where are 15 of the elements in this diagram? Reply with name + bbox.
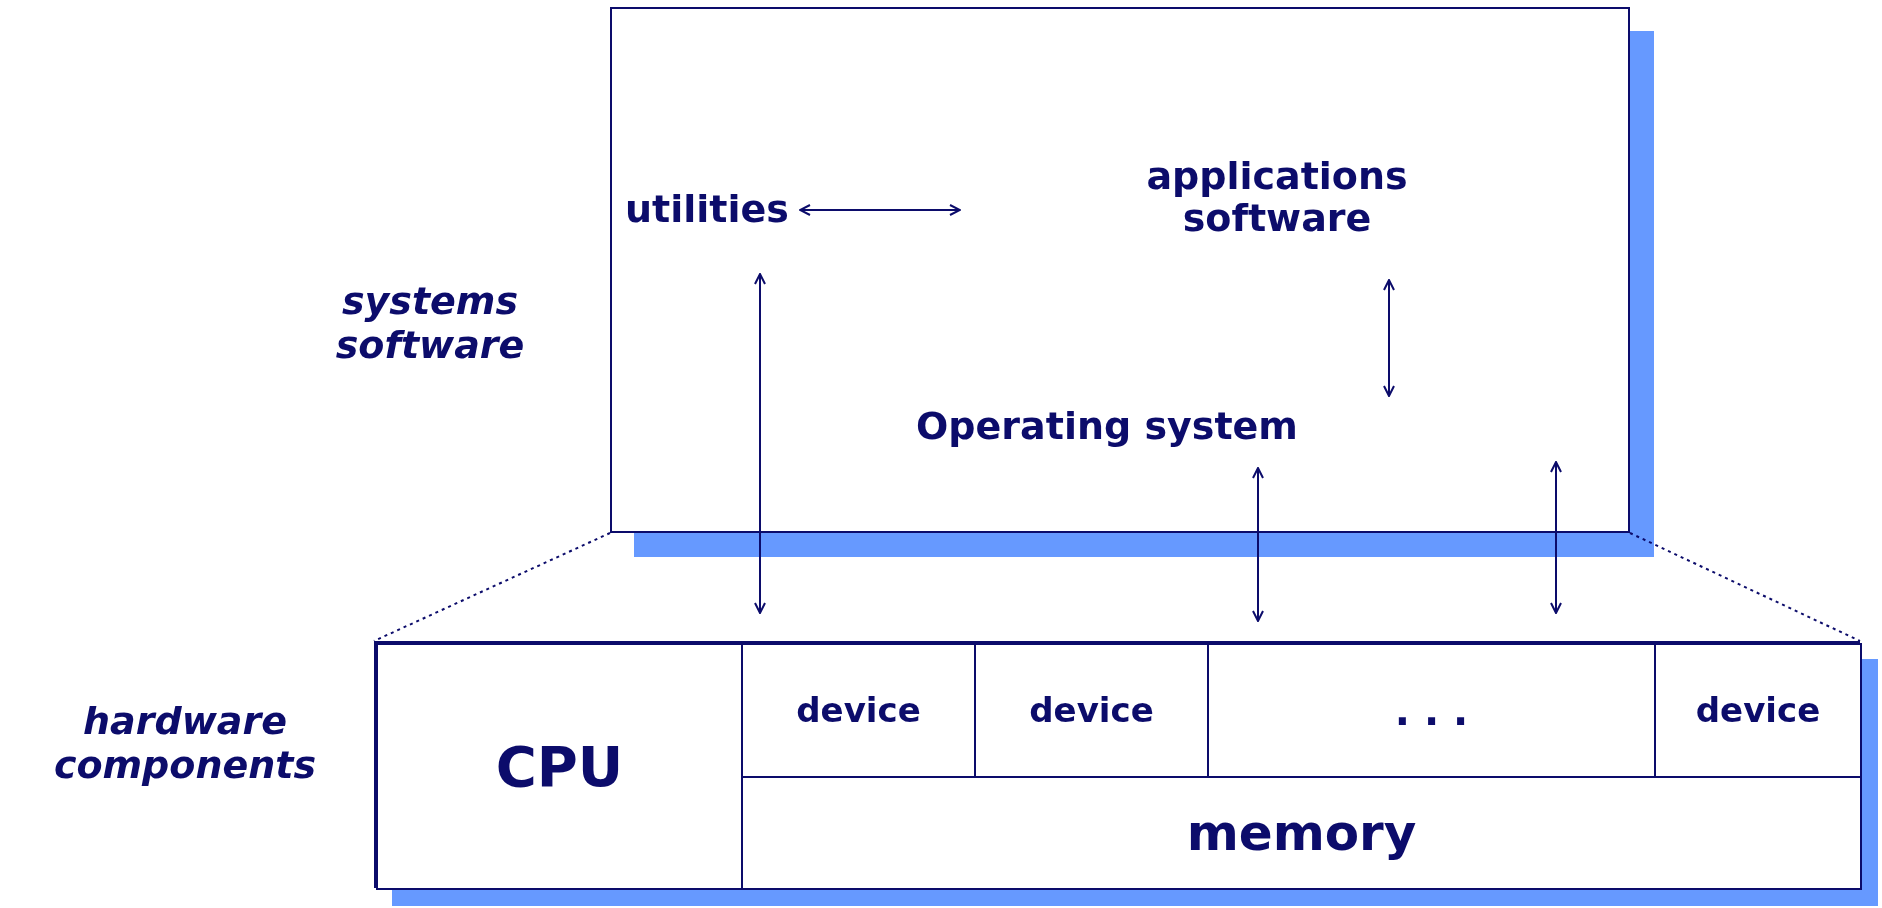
double-arrow bbox=[799, 204, 961, 216]
layer-label: utilities bbox=[614, 182, 800, 238]
component-cell: memory bbox=[741, 776, 1862, 890]
double-arrow bbox=[1252, 467, 1264, 622]
component-cell: CPU bbox=[376, 643, 743, 890]
double-arrow bbox=[1550, 461, 1562, 614]
side-label: systems software bbox=[334, 280, 526, 368]
projection-line bbox=[373, 532, 611, 642]
layer-label: Operating system bbox=[864, 400, 1350, 454]
double-arrow bbox=[754, 273, 766, 614]
layer-label: applications software bbox=[964, 150, 1590, 246]
side-label: hardware components bbox=[52, 700, 318, 788]
double-arrow bbox=[1383, 279, 1395, 397]
component-cell: device bbox=[1654, 643, 1862, 778]
projection-line bbox=[1629, 532, 1861, 642]
